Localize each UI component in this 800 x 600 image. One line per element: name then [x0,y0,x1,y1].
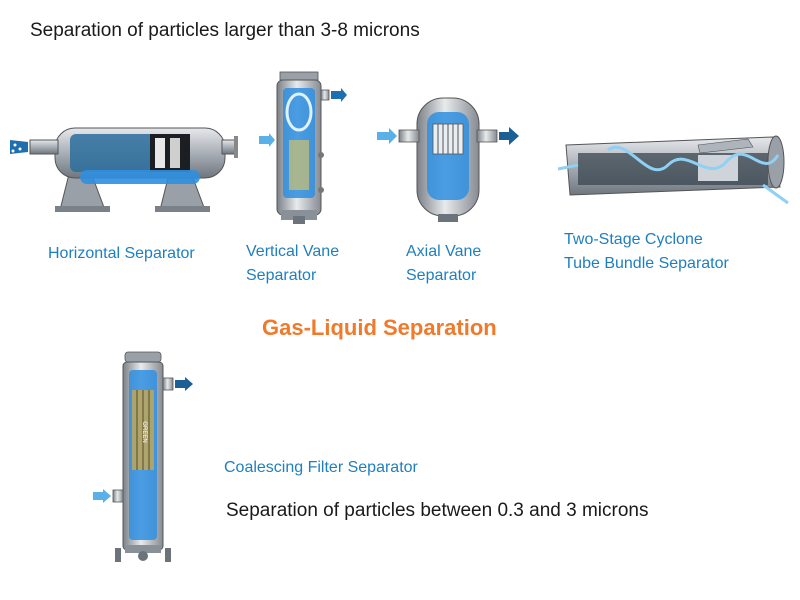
vertical-vane-separator-illustration [259,71,347,224]
cyclone-separator-illustration [557,135,789,205]
cyclone-label-line2: Tube Bundle Separator [564,255,729,272]
bottom-caption: Separation of particles between 0.3 and … [226,500,649,521]
top-caption: Separation of particles larger than 3-8 … [30,20,420,41]
cyclone-separator-label: Two-Stage Cyclone Tube Bundle Separator [564,228,729,276]
center-title: Gas-Liquid Separation [262,315,497,340]
vertical-vane-separator-label: Vertical Vane Separator [246,240,339,288]
coalescing-filter-separator-illustration: GREEN [93,351,193,562]
axial-vane-separator-illustration [377,97,519,222]
axial-vane-label-line2: Separator [406,267,477,284]
vertical-vane-label-line1: Vertical Vane [246,243,340,260]
vertical-vane-label-line2: Separator [246,267,317,284]
axial-vane-label-line1: Axial Vane [406,243,482,260]
horizontal-separator-label: Horizontal Separator [48,245,195,262]
horizontal-separator-illustration [10,127,238,212]
coalescing-filter-separator-label: Coalescing Filter Separator [224,459,418,476]
cartridge-text: GREEN [141,421,147,442]
cyclone-label-line1: Two-Stage Cyclone [564,231,703,248]
axial-vane-separator-label: Axial Vane Separator [406,240,481,288]
